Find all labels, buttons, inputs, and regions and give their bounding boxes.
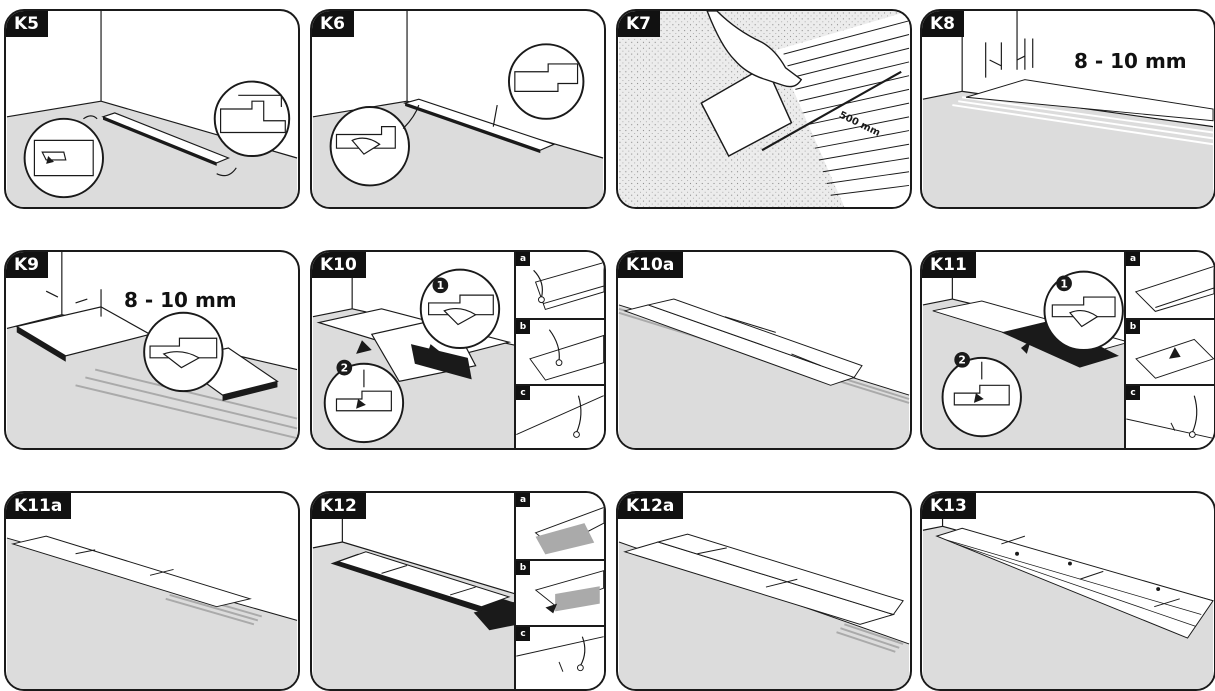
step-label: K6 bbox=[312, 11, 354, 37]
subpanel-b: b bbox=[514, 318, 604, 384]
wall-corner-illustration bbox=[6, 11, 298, 207]
panel-k12: K12 a b c bbox=[310, 491, 606, 691]
detail-magnifier-right bbox=[215, 82, 289, 156]
wall-corner-illustration bbox=[312, 11, 604, 207]
expansion-gap-illustration bbox=[922, 11, 1214, 207]
panel-k9: K9 8 - 10 mm bbox=[4, 250, 300, 450]
panel-k6: K6 bbox=[310, 9, 606, 209]
step-label: K11 bbox=[922, 252, 976, 278]
step-label: K10 bbox=[312, 252, 366, 278]
subpanel-b: b bbox=[1124, 318, 1214, 384]
adhesive-trowel-illustration: 500 mm bbox=[618, 11, 910, 207]
detail-magnifier-left bbox=[331, 107, 409, 185]
step-1-number: 1 bbox=[437, 279, 444, 292]
subpanel-a: a bbox=[1124, 252, 1214, 318]
subpanel-label: c bbox=[516, 386, 530, 400]
gap-arrows bbox=[986, 38, 1033, 77]
first-row-illustration bbox=[6, 252, 298, 448]
panel-k8: K8 8 - 10 mm bbox=[920, 9, 1215, 209]
gap-measure-text: 8 - 10 mm bbox=[1074, 49, 1187, 73]
step-label: K9 bbox=[6, 252, 48, 278]
detail-magnifier-1: 1 bbox=[1044, 272, 1122, 350]
step-label: K13 bbox=[922, 493, 976, 519]
panel-k10a: K10a bbox=[616, 250, 912, 450]
subpanel-c: c bbox=[514, 384, 604, 450]
subpanel-label: a bbox=[1126, 252, 1140, 266]
detail-magnifier-1: 1 bbox=[421, 270, 499, 348]
subpanel-label: b bbox=[1126, 320, 1140, 334]
step-label: K12 bbox=[312, 493, 366, 519]
panel-k13: K13 bbox=[920, 491, 1215, 691]
second-row-illustration bbox=[618, 252, 910, 448]
step-2-number: 2 bbox=[341, 362, 349, 375]
step-label: K8 bbox=[922, 11, 964, 37]
subpanel-label: a bbox=[516, 493, 530, 507]
finished-floor-illustration bbox=[922, 493, 1214, 689]
panel-k11a: K11a bbox=[4, 491, 300, 691]
step-2-number: 2 bbox=[958, 354, 966, 367]
subpanel-label: c bbox=[1126, 386, 1140, 400]
panel-k5: K5 bbox=[4, 9, 300, 209]
gap-measure-text: 8 - 10 mm bbox=[124, 288, 237, 312]
step-label: K11a bbox=[6, 493, 71, 519]
subpanel-a: a bbox=[514, 493, 604, 559]
subpanel-label: a bbox=[516, 252, 530, 266]
subpanel-b: b bbox=[514, 559, 604, 625]
subpanel-label: b bbox=[516, 561, 530, 575]
third-row-illustration bbox=[6, 493, 298, 689]
step-label: K5 bbox=[6, 11, 48, 37]
step-label: K7 bbox=[618, 11, 660, 37]
fifth-row-illustration bbox=[618, 493, 910, 689]
detail-magnifier bbox=[144, 313, 222, 391]
step-label: K10a bbox=[618, 252, 683, 278]
subpanel-a: a bbox=[514, 252, 604, 318]
panel-k12a: K12a bbox=[616, 491, 912, 691]
subpanel-label: c bbox=[516, 627, 530, 641]
step-1-number: 1 bbox=[1060, 277, 1068, 290]
panel-k10: 1 2 K10 a b c bbox=[310, 250, 606, 450]
detail-magnifier-right bbox=[509, 44, 583, 118]
panel-k11: 1 2 K11 a b c bbox=[920, 250, 1215, 450]
subpanel-label: b bbox=[516, 320, 530, 334]
panel-k7: 500 mm K7 bbox=[616, 9, 912, 209]
detail-magnifier-left bbox=[25, 119, 103, 197]
subpanel-c: c bbox=[1124, 384, 1214, 450]
step-label: K12a bbox=[618, 493, 683, 519]
subpanel-c: c bbox=[514, 625, 604, 691]
